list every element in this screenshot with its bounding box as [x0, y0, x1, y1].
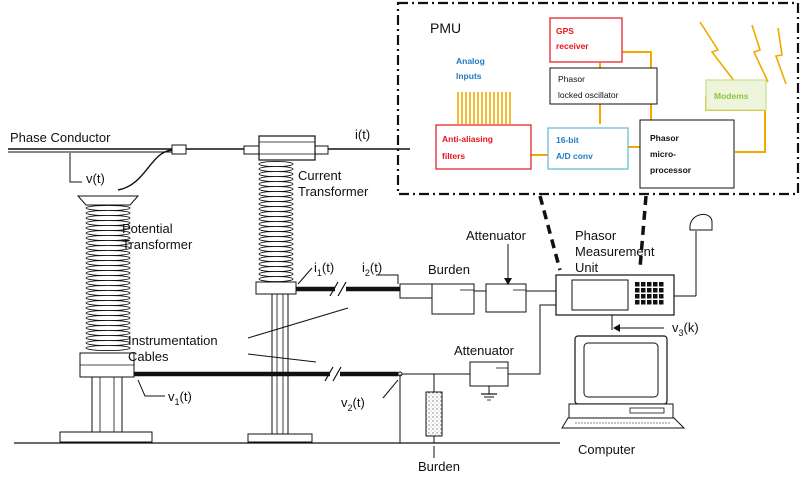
svg-text:GPS: GPS [556, 26, 574, 36]
pmu-inset-title: PMU [430, 20, 461, 36]
analog-input-lines [457, 92, 511, 124]
v1-label: v1(t) [168, 389, 192, 407]
vt-arrow [69, 153, 82, 183]
svg-text:Anti-aliasing: Anti-aliasing [442, 134, 493, 144]
svg-text:filters: filters [442, 151, 465, 161]
svg-text:Inputs: Inputs [456, 71, 482, 81]
ct-insulator-disks [258, 160, 294, 283]
phase-conductor-label: Phase Conductor [10, 130, 111, 145]
svg-text:Phasor: Phasor [650, 133, 680, 143]
pmu-device [555, 231, 697, 316]
phase-conductor: Phase Conductor i(t) v(t) [8, 127, 410, 191]
potential-transformer: Potential Transformer [59, 195, 193, 443]
attenuator-bottom-block [469, 304, 556, 401]
modems-block: Modems [705, 79, 767, 111]
gps-antenna-icon [689, 214, 713, 231]
svg-text:processor: processor [650, 165, 692, 175]
svg-text:16-bit: 16-bit [556, 135, 579, 145]
wireless-bolt-icon [699, 21, 787, 85]
pmu-label-line-2: Measurement [575, 244, 655, 259]
instrumentation-cables-label-2: Cables [128, 349, 169, 364]
burden-top-label: Burden [428, 262, 470, 277]
attenuator-top-block [485, 283, 527, 313]
potential-transformer-label-2: Transformer [122, 237, 193, 252]
voltage-vt-label: v(t) [86, 171, 105, 186]
voltage-cable [134, 366, 470, 382]
current-it-label: i(t) [355, 127, 370, 142]
current-transformer-label-2: Transformer [298, 184, 369, 199]
i1-pointer [297, 267, 313, 285]
phasor-microprocessor-block: Phasor micro- processor [639, 119, 735, 189]
current-transformer-label: Current [298, 168, 342, 183]
phasor-locked-oscillator-block: Phasor locked oscillator [549, 67, 658, 105]
v3-label: v3(k) [672, 320, 699, 338]
potential-transformer-label: Potential [122, 221, 173, 236]
i2-label: i2(t) [362, 260, 382, 278]
pt-insulator-disks [85, 204, 131, 352]
svg-text:locked oscillator: locked oscillator [558, 90, 619, 100]
pmu-inset: PMU Analo [396, 1, 800, 196]
ad-converter-block: 16-bit A/D conv [547, 127, 629, 170]
gps-receiver-block: GPS receiver [549, 17, 623, 63]
v1-pointer [137, 379, 165, 397]
v3-arrowhead [613, 324, 620, 332]
pt-lead-wire [117, 149, 173, 191]
attenuator-top-label: Attenuator [466, 228, 527, 243]
svg-text:Phasor: Phasor [558, 74, 585, 84]
svg-text:A/D conv: A/D conv [556, 151, 593, 161]
instr-pointer-1 [247, 307, 349, 339]
analog-inputs-label: Analog Inputs [456, 56, 485, 81]
computer-icon [561, 335, 686, 429]
current-transformer: Current Transformer [247, 135, 369, 443]
burden-top-block [431, 283, 475, 315]
v2-pointer [382, 379, 399, 399]
zoom-callout-lines [538, 195, 648, 271]
pmu-label-line-3: Unit [575, 260, 599, 275]
pmu-keypad [635, 282, 664, 305]
anti-aliasing-filters-block: Anti-aliasing filters [435, 124, 532, 170]
svg-text:Modems: Modems [714, 91, 749, 101]
pmu-label-line-1: Phasor [575, 228, 617, 243]
attenuator-bottom-label: Attenuator [454, 343, 515, 358]
instrumentation-cables-label: Instrumentation [128, 333, 218, 348]
svg-text:Analog: Analog [456, 56, 485, 66]
computer-label: Computer [578, 442, 636, 457]
svg-text:receiver: receiver [556, 41, 589, 51]
attenuator-top-arrowhead [504, 278, 512, 285]
burden-bottom-block [399, 374, 443, 443]
instr-pointer-2 [247, 353, 317, 363]
svg-text:micro-: micro- [650, 149, 676, 159]
i2-pointer [376, 274, 399, 284]
burden-bottom-label: Burden [418, 459, 460, 474]
v2-label: v2(t) [341, 395, 365, 413]
i1-label: i1(t) [314, 260, 334, 278]
